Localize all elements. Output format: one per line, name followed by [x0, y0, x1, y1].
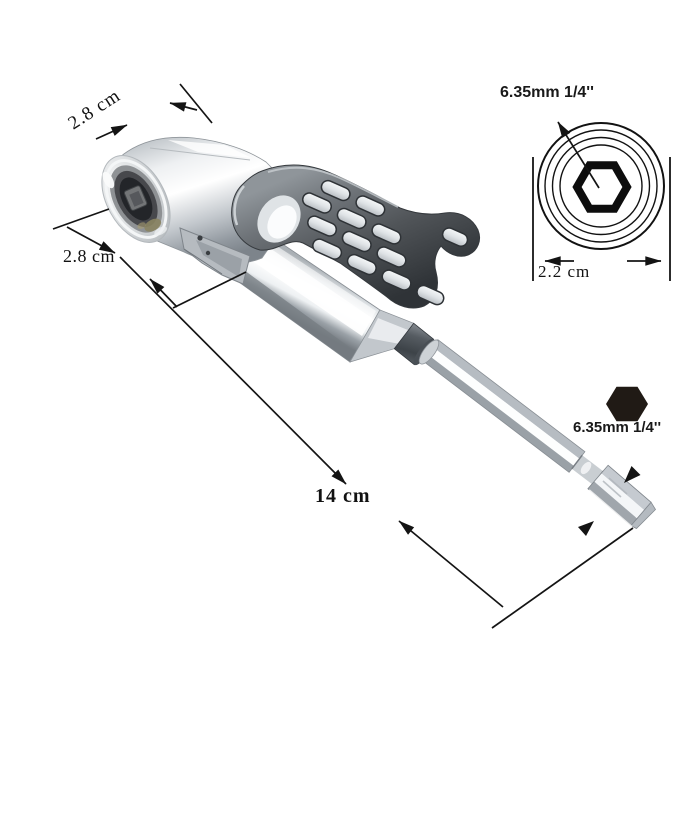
dimension-annotations — [52, 83, 634, 629]
angle-adapter-illustration — [101, 136, 657, 529]
dim-head-top-arrow-left — [95, 124, 128, 140]
square-drive-hole — [123, 185, 148, 211]
socket-face — [101, 155, 171, 243]
shank-pointer-triangle-lower — [578, 521, 594, 536]
dim-head-side-tick-1 — [52, 208, 110, 230]
dim-length-line-2 — [398, 520, 504, 608]
cross-section-circle-4 — [559, 144, 643, 228]
dim-length-line-1 — [119, 256, 347, 485]
size-label-socket-bore: 6.35mm 1/4'' — [500, 84, 594, 101]
socket-cross-section-diagram — [532, 121, 671, 281]
cross-section-circle-2 — [544, 129, 658, 243]
dim-head-side-arrow-2 — [149, 278, 178, 308]
collar-body — [224, 221, 381, 363]
size-label-hex-shank: 6.35mm 1/4'' — [573, 419, 662, 436]
grip-paddle — [231, 164, 481, 309]
dim-length-tick-far — [491, 527, 634, 629]
hex-socket-outline — [572, 161, 632, 213]
hex-shaft — [418, 339, 586, 473]
hex-shank-end — [587, 464, 657, 529]
hex-shank-icon — [606, 386, 648, 422]
paddle-slots — [301, 179, 469, 306]
dimension-label-total-length: 14 cm — [315, 485, 371, 507]
dim-head-side-arrow-1 — [66, 226, 116, 254]
shank-pointer-triangle-upper — [624, 466, 641, 483]
dim-head-top-arrow-right — [169, 102, 198, 112]
dimension-label-head-height: 2.8 cm — [63, 246, 115, 266]
cross-section-circle-outer — [537, 122, 665, 250]
bore-pointer-arrow — [557, 121, 600, 189]
cross-section-circle-3 — [551, 136, 651, 236]
dim-head-side-tick-2 — [172, 271, 247, 309]
mount-bracket — [179, 227, 251, 285]
dimension-label-socket-diameter: 2.2 cm — [538, 262, 591, 281]
shank-tip — [630, 501, 657, 529]
dim-head-top-extension — [179, 83, 213, 124]
neck-taper-highlight — [368, 318, 408, 344]
